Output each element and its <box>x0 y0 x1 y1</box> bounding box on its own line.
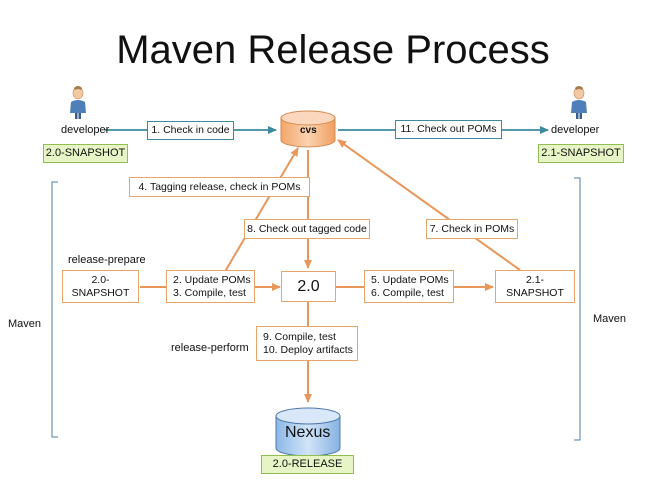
step-deploy-artifacts: 10. Deploy artifacts <box>263 343 353 356</box>
step-update-poms-a: 2. Update POMs <box>173 273 251 286</box>
step-check-in-code: 1. Check in code <box>147 121 234 140</box>
step-tagging-release: 4. Tagging release, check in POMs <box>129 177 310 197</box>
step-compile-test-c: 9. Compile, test <box>263 330 336 343</box>
maven-bracket-left <box>51 181 58 438</box>
node-snapshot-21-line2: SNAPSHOT <box>506 286 564 299</box>
page-title: Maven Release Process <box>116 28 550 72</box>
person-icon <box>70 86 86 119</box>
arrow-tagging-release <box>219 147 299 281</box>
maven-label-left: Maven <box>8 318 42 330</box>
node-snapshot-20: 2.0- SNAPSHOT <box>62 270 139 303</box>
nexus-label: Nexus <box>285 424 331 441</box>
snapshot-badge-left: 2.0-SNAPSHOT <box>43 144 128 163</box>
nexus-cylinder-icon <box>275 407 341 457</box>
node-snapshot-20-line2: SNAPSHOT <box>71 286 130 299</box>
developer-right-label: developer <box>551 124 600 136</box>
release-prepare-label: release-prepare <box>68 254 146 266</box>
release-perform-label: release-perform <box>171 342 249 354</box>
cvs-label: cvs <box>300 125 317 136</box>
step-compile-deploy: 9. Compile, test 10. Deploy artifacts <box>256 326 358 361</box>
step-checkout-tagged: 8. Check out tagged code <box>244 219 370 239</box>
step-update-compile-a: 2. Update POMs 3. Compile, test <box>166 270 255 303</box>
step-compile-test-a: 3. Compile, test <box>173 286 246 299</box>
snapshot-badge-right: 2.1-SNAPSHOT <box>538 144 624 163</box>
node-snapshot-21: 2.1- SNAPSHOT <box>495 270 575 303</box>
step-update-poms-b: 5. Update POMs <box>371 273 449 286</box>
node-version-20: 2.0 <box>281 271 336 302</box>
maven-label-right: Maven <box>593 313 627 325</box>
step-check-in-poms: 7. Check in POMs <box>426 219 518 239</box>
node-snapshot-20-line1: 2.0- <box>91 273 110 286</box>
maven-bracket-right <box>574 177 581 441</box>
person-icon <box>571 86 587 119</box>
node-snapshot-21-line1: 2.1- <box>525 273 545 286</box>
step-compile-test-b: 6. Compile, test <box>371 286 444 299</box>
step-update-compile-b: 5. Update POMs 6. Compile, test <box>364 270 454 303</box>
release-badge: 2.0-RELEASE <box>261 455 354 474</box>
arrow-check-in-poms <box>337 139 521 271</box>
step-check-out-poms: 11. Check out POMs <box>395 120 502 139</box>
cvs-cylinder-icon <box>280 110 336 148</box>
developer-left-label: developer <box>61 124 110 136</box>
